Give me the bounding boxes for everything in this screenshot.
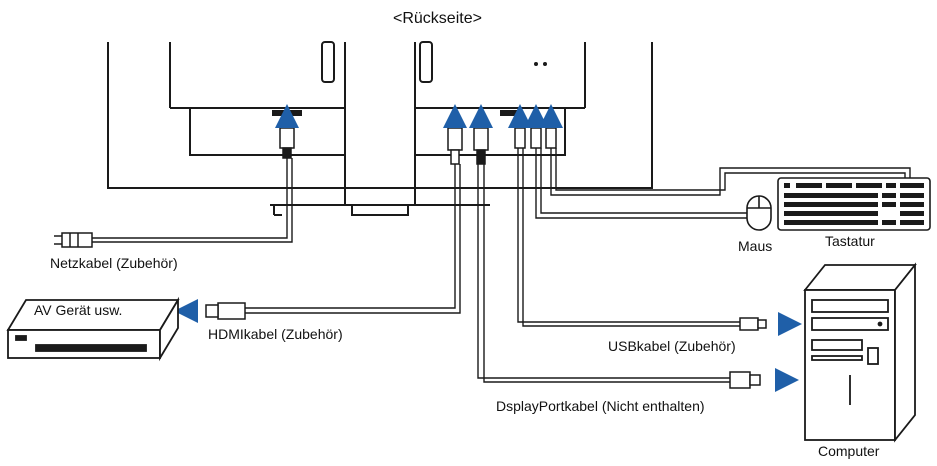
av-device-label: AV Gerät usw. [34, 302, 123, 318]
power-cable-label: Netzkabel (Zubehör) [50, 255, 178, 271]
page-title: <Rückseite> [393, 10, 482, 27]
usb-plug-icon [739, 317, 767, 331]
hdmi-port [447, 127, 463, 165]
mouse-label: Maus [738, 238, 773, 254]
mouse-icon [746, 195, 772, 231]
displayport-plug-icon [729, 371, 761, 389]
monitor-rear [107, 41, 653, 216]
computer-icon [803, 262, 917, 443]
connection-arrows [275, 104, 563, 128]
computer-label: Computer [818, 443, 880, 459]
hdmi-plug-icon [205, 302, 246, 320]
keyboard-label: Tastatur [825, 233, 875, 249]
keyboard-icon [777, 177, 931, 231]
usb-ports [514, 127, 557, 149]
usb-cable-label: USBkabel (Zubehör) [608, 338, 736, 354]
power-port [279, 127, 295, 159]
displayport-port [473, 127, 489, 165]
direction-arrows [174, 299, 802, 392]
power-plug-icon [54, 232, 93, 248]
hdmi-cable-label: HDMIkabel (Zubehör) [208, 326, 343, 342]
displayport-cable-label: DsplayPortkabel (Nicht enthalten) [496, 398, 705, 414]
cables [92, 148, 911, 383]
av-device-icon [6, 296, 180, 362]
